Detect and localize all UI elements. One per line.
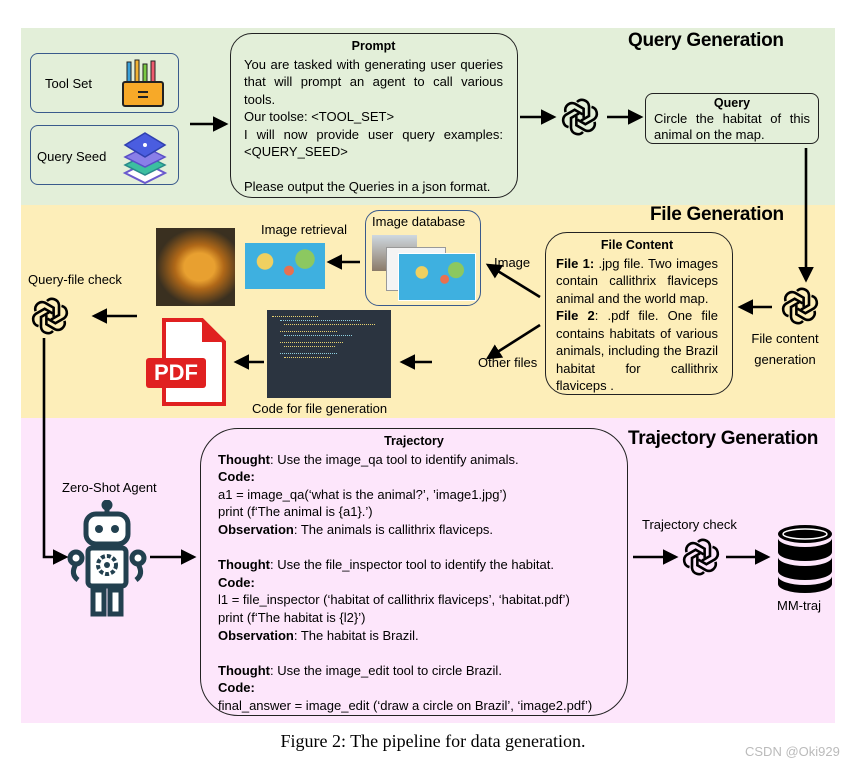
- observation-text: The animals is callithrix flaviceps.: [300, 521, 494, 537]
- prompt-line: I will now provide user query examples: …: [244, 126, 503, 160]
- thought-label: Thought: [218, 662, 270, 678]
- image-retrieval-label: Image retrieval: [261, 222, 347, 237]
- watermark: CSDN @Oki929: [745, 744, 840, 759]
- code-for-file-generation-label: Code for file generation: [252, 401, 388, 416]
- trajectory-generation-section: [21, 418, 835, 723]
- code-line: print (f‘The animal is {a1}.’): [218, 504, 373, 520]
- file2-label: File 2: [556, 308, 595, 323]
- file1-label: File 1:: [556, 255, 595, 271]
- layers-icon: [122, 132, 168, 185]
- file-generation-title: File Generation: [650, 204, 784, 225]
- file1-text: .jpg file. Two images contain callithrix…: [556, 255, 718, 306]
- thought-line: Thought: Use the file_inspector tool to …: [218, 557, 554, 573]
- world-map-thumbnail: [398, 253, 476, 301]
- query-file-check-label: Query-file check: [28, 272, 122, 287]
- query-text: Circle the habitat of this animal on the…: [654, 111, 810, 142]
- image-label: Image: [494, 255, 531, 270]
- thought-label: Thought: [218, 557, 270, 573]
- image-database-label: Image database: [372, 214, 466, 229]
- monkey-photo: [156, 228, 235, 306]
- openai-logo-icon: [560, 97, 600, 137]
- query-box: Query Circle the habitat of this animal …: [645, 93, 819, 144]
- query-title: Query: [713, 96, 751, 110]
- openai-logo-icon: [30, 296, 70, 336]
- thought-line: Thought: Use the image_qa tool to identi…: [218, 451, 519, 467]
- zero-shot-agent-label: Zero-Shot Agent: [62, 480, 157, 495]
- openai-logo-icon: [780, 286, 820, 326]
- image-database-box: Image database: [365, 210, 481, 306]
- code-label: Code:: [218, 680, 255, 696]
- code-line: print (f‘The habitat is {l2}’): [218, 609, 366, 625]
- trajectory-box: Trajectory Thought: Use the image_qa too…: [200, 428, 628, 716]
- observation-text: The habitat is Brazil.: [300, 627, 419, 643]
- thought-label: Thought: [218, 451, 270, 467]
- observation-label: Observation: [218, 521, 294, 537]
- prompt-line: You are tasked with generating user quer…: [244, 56, 503, 107]
- code-line: final_answer = image_edit (‘draw a circl…: [218, 697, 593, 713]
- file-content-box: File Content File 1: .jpg file. Two imag…: [545, 232, 733, 395]
- trajectory-check-label: Trajectory check: [642, 517, 737, 532]
- tool-set-box: Tool Set: [30, 53, 179, 113]
- observation-line: Observation: The animals is callithrix f…: [218, 521, 494, 537]
- query-seed-box: Query Seed: [30, 125, 179, 185]
- code-label: Code:: [218, 574, 255, 590]
- file-content-title: File Content: [600, 238, 674, 252]
- query-seed-label: Query Seed: [37, 149, 107, 164]
- toolbox-icon: [122, 59, 164, 107]
- prompt-title: Prompt: [351, 39, 396, 53]
- code-screenshot: [267, 310, 391, 398]
- thought-text: Use the image_qa tool to identify animal…: [277, 451, 519, 467]
- observation-line: Observation: The habitat is Brazil.: [218, 627, 419, 643]
- thought-line: Thought: Use the image_edit tool to circ…: [218, 662, 502, 678]
- thought-text: Use the file_inspector tool to identify …: [277, 557, 554, 573]
- code-line: l1 = file_inspector (‘habitat of callith…: [218, 592, 570, 608]
- mm-traj-label: MM-traj: [777, 598, 822, 613]
- file-content-generation-label: File content generation: [751, 331, 819, 367]
- figure-caption: Figure 2: The pipeline for data generati…: [280, 731, 586, 751]
- trajectory-title: Trajectory: [384, 434, 444, 448]
- thought-text: Use the image_edit tool to circle Brazil…: [277, 662, 502, 678]
- openai-logo-icon: [681, 537, 721, 577]
- pdf-icon: PDF: [146, 318, 226, 406]
- robot-icon: [67, 500, 147, 617]
- prompt-line: Please output the Queries in a json form…: [244, 178, 491, 194]
- database-icon: [778, 525, 832, 593]
- pdf-label: PDF: [146, 358, 206, 388]
- trajectory-generation-title: Trajectory Generation: [628, 428, 819, 449]
- code-label: Code:: [218, 469, 255, 485]
- prompt-box: Prompt You are tasked with generating us…: [230, 33, 518, 198]
- code-line: a1 = image_qa(‘what is the animal?’, ’im…: [218, 486, 507, 502]
- file2-text: : .pdf file. One file contains habitats …: [556, 308, 718, 393]
- tool-set-label: Tool Set: [45, 76, 92, 91]
- query-generation-title: Query Generation: [628, 30, 784, 51]
- observation-label: Observation: [218, 627, 294, 643]
- prompt-line: Our toolse: <TOOL_SET>: [244, 109, 395, 124]
- world-map-image: [245, 243, 325, 289]
- other-files-label: Other files: [478, 355, 538, 370]
